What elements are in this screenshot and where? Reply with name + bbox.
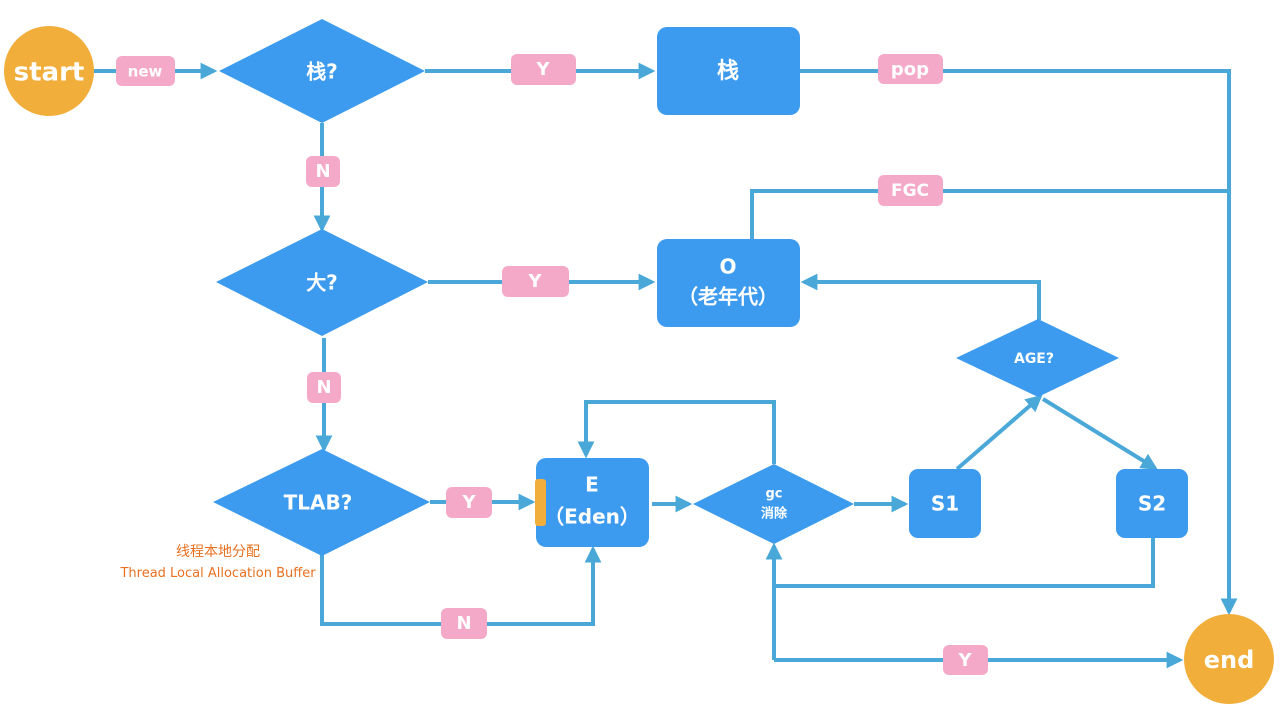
eden-line1: E <box>585 473 599 497</box>
start-node: start <box>4 26 94 116</box>
tag-fgc: FGC <box>878 175 943 206</box>
tag-big-yes-label: Y <box>527 271 542 292</box>
edge-age-q-to-old <box>800 273 1041 320</box>
gc-decision: gc 消除 <box>693 464 854 544</box>
tag-fgc-label: FGC <box>891 181 929 201</box>
stack-decision-label: 栈? <box>306 60 338 84</box>
tlab-decision-label: TLAB? <box>284 491 353 515</box>
s1-box: S1 <box>909 469 981 538</box>
tag-gc-yes: Y <box>943 645 988 675</box>
edge-old-fgc-to-end <box>750 189 1229 239</box>
tag-tlab-no: N <box>441 608 487 639</box>
eden-box: E （Eden） <box>535 458 649 547</box>
age-decision: AGE? <box>956 319 1119 397</box>
old-box-line1: O <box>719 255 736 279</box>
tag-big-yes: Y <box>502 266 569 297</box>
gc-line1: gc <box>765 487 782 502</box>
tag-pop-label: pop <box>891 59 929 80</box>
stack-box-label: 栈 <box>717 59 739 84</box>
tag-big-no-label: N <box>316 377 331 398</box>
tag-tlab-no-label: N <box>456 613 471 634</box>
end-node: end <box>1184 614 1274 704</box>
tag-tlab-yes-label: Y <box>461 492 476 513</box>
tag-stack-yes: Y <box>511 54 576 85</box>
tag-stack-no-label: N <box>315 161 330 182</box>
tlab-note-line2: Thread Local Allocation Buffer <box>119 566 316 581</box>
big-decision: 大? <box>216 229 428 336</box>
eden-line2: （Eden） <box>544 505 640 529</box>
old-generation-box: O （老年代） <box>657 239 800 327</box>
start-label: start <box>14 58 85 88</box>
tag-big-no: N <box>307 372 341 403</box>
s1-label: S1 <box>931 492 959 516</box>
tlab-note-line1: 线程本地分配 <box>176 544 260 560</box>
eden-tlab-marker <box>535 479 546 526</box>
tag-pop: pop <box>878 54 943 84</box>
tag-new-label: new <box>128 63 163 81</box>
tag-stack-no: N <box>306 156 340 187</box>
s2-box: S2 <box>1116 469 1188 538</box>
tag-stack-yes-label: Y <box>535 59 550 80</box>
edge-s2-back-to-gc <box>774 538 1155 588</box>
edge-s1-to-age-q <box>955 394 1043 471</box>
stack-box: 栈 <box>657 27 800 115</box>
tag-gc-yes-label: Y <box>957 650 972 671</box>
tlab-note: 线程本地分配 Thread Local Allocation Buffer <box>119 544 316 581</box>
tag-new: new <box>116 56 175 86</box>
big-decision-label: 大? <box>306 271 338 295</box>
edge-gc-loop-to-eden <box>577 400 776 464</box>
end-label: end <box>1204 646 1255 674</box>
tlab-decision: TLAB? <box>213 449 430 556</box>
edge-age-q-to-s2 <box>1041 397 1158 470</box>
stack-decision: 栈? <box>219 19 425 123</box>
tag-tlab-yes: Y <box>446 487 492 518</box>
age-decision-label: AGE? <box>1014 351 1054 367</box>
gc-line2: 消除 <box>761 506 788 522</box>
old-box-line2: （老年代） <box>678 285 778 309</box>
s2-label: S2 <box>1138 492 1166 516</box>
